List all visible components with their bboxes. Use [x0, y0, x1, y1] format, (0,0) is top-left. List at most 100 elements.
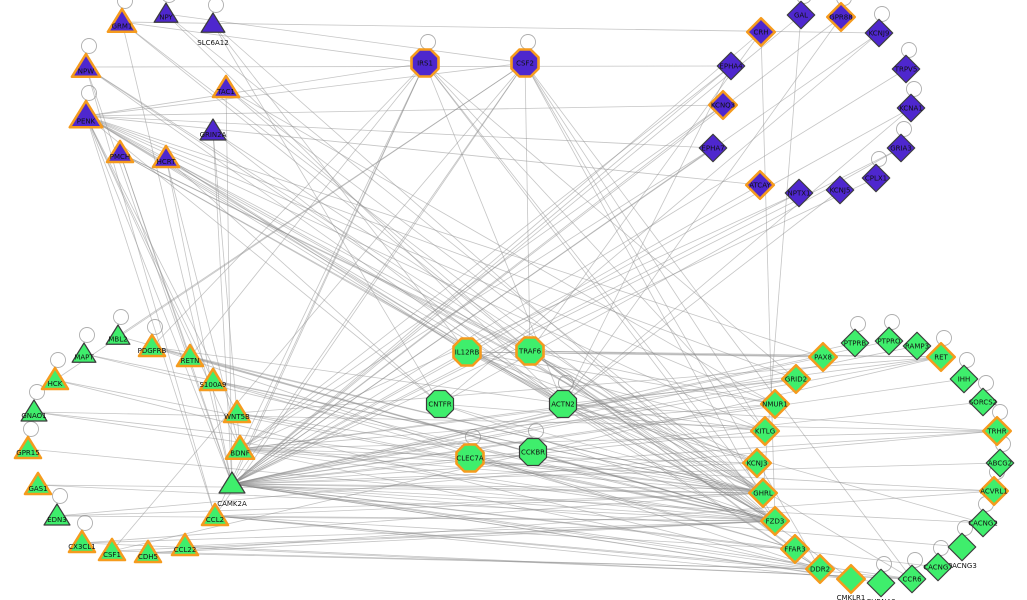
node-KCNJ9[interactable]: KCNJ9 [864, 18, 894, 48]
node-CSF2[interactable]: CSF2 [510, 48, 540, 78]
node-ATCAY[interactable]: ATCAY [744, 169, 776, 201]
diamond-shape-PTPRB [840, 328, 870, 358]
node-IHH[interactable]: IHH [949, 364, 979, 394]
node-GRIA3[interactable]: GRIA3 [886, 133, 916, 163]
edge-PENK-EPHA7 [85, 115, 714, 149]
self-loop-PTPRO [884, 314, 900, 330]
node-PDGFRB[interactable]: PDGFRB [138, 333, 167, 358]
edge-CPLX1-CAMK2A [231, 177, 877, 485]
edge-KCNJ9-CNTFR [439, 32, 880, 405]
triangle-shape-NPW [70, 52, 102, 79]
edge-CNTFR-FZD3 [439, 403, 776, 522]
edge-GRIN2A-BDNF [212, 130, 241, 450]
self-loop-RET [936, 330, 952, 346]
diamond-shape-CMKLR1 [835, 563, 867, 595]
node-ACTN2[interactable]: ACTN2 [548, 389, 578, 419]
node-IRS1[interactable]: IRS1 [410, 48, 440, 78]
node-RET[interactable]: RET [925, 341, 957, 373]
node-CNTFR[interactable]: CNTFR [425, 389, 455, 419]
triangle-shape-GRIN2A [199, 118, 227, 141]
node-CCL2[interactable]: CCL2 [200, 502, 230, 527]
node-NPTX1[interactable]: NPTX1 [784, 178, 814, 208]
edge-BDNF-FZD3 [239, 448, 776, 522]
node-CPLX1[interactable]: CPLX1 [861, 163, 891, 193]
node-CCL22[interactable]: CCL22 [170, 532, 200, 557]
node-IL12RB[interactable]: IL12RB [452, 337, 482, 367]
node-ACVRL1[interactable]: ACVRL1 [978, 475, 1010, 507]
edge-PENK-CNTFR [85, 115, 441, 405]
self-loop-NPW [81, 38, 97, 54]
node-CCKBR[interactable]: CCKBR [518, 437, 548, 467]
node-CHRNA3[interactable]: CHRNA3 [866, 568, 896, 600]
node-CMKLR1[interactable]: CMKLR1 [835, 563, 867, 600]
node-FFAR3[interactable]: FFAR3 [779, 533, 811, 565]
node-EDN3[interactable]: EDN3 [43, 503, 71, 526]
node-GAL[interactable]: GAL [786, 0, 816, 30]
edge-IRS1-PDGFRB [151, 62, 426, 348]
edge-GRIN2A-GHRL [212, 130, 764, 494]
edge-HCRT-CAMK2A [165, 157, 233, 485]
node-KCNA1[interactable]: KCNA1 [896, 93, 926, 123]
node-EPHA4[interactable]: EPHA4 [716, 51, 746, 81]
node-MBL2[interactable]: MBL2 [105, 324, 131, 345]
node-NPW[interactable]: NPW [70, 52, 102, 79]
edge-CAMK2A-GHRL [231, 483, 764, 494]
node-TRPV5[interactable]: TRPV5 [891, 54, 921, 84]
edge-GNAO1-TRHR [33, 411, 998, 432]
node-CCR6[interactable]: CCR6 [897, 564, 927, 594]
node-CACNG7[interactable]: CACNG7 [923, 552, 953, 582]
node-PTPRB[interactable]: PTPRB [840, 328, 870, 358]
edge-CRH-CAMK2A [231, 31, 762, 485]
node-GAS1[interactable]: GAS1 [23, 471, 53, 496]
node-CX3CL1[interactable]: CX3CL1 [67, 529, 97, 554]
node-CLEC7A[interactable]: CLEC7A [455, 443, 485, 473]
edge-GRIA3-CAMK2A [231, 147, 902, 485]
edge-CCL2-DDR2 [214, 515, 821, 570]
edge-CAMK2A-ABCG2 [231, 462, 1001, 485]
node-TRAF6[interactable]: TRAF6 [515, 336, 545, 366]
edge-CSF2-TRAF6 [524, 62, 531, 352]
node-GRM1[interactable]: GRM1 [106, 7, 138, 34]
edge-PENK-ATCAY [85, 115, 761, 186]
node-ABCG2[interactable]: ABCG2 [985, 448, 1015, 478]
edge-IRS1-FZD3 [424, 62, 776, 522]
diamond-shape-CHRNA3 [866, 568, 896, 598]
diamond-shape-ACVRL1 [978, 475, 1010, 507]
node-MAPT[interactable]: MAPT [71, 342, 97, 363]
edge-CRH-FZD3 [760, 31, 776, 522]
node-NMUR1[interactable]: NMUR1 [759, 388, 791, 420]
edge-CCL2-CMKLR1 [214, 515, 852, 580]
node-PTPRO[interactable]: PTPRO [874, 326, 904, 356]
edge-IRS1-KITLG [424, 62, 766, 432]
node-NPY[interactable]: NPY [153, 2, 179, 23]
edge-CSF2-FZD3 [524, 62, 776, 522]
node-TAC1[interactable]: TAC1 [211, 74, 241, 99]
self-loop-CACNG7 [933, 540, 949, 556]
node-GNAO1[interactable]: GNAO1 [20, 399, 48, 422]
edge-NPW-ACTN2 [85, 66, 564, 405]
node-EPHA7[interactable]: EPHA7 [698, 133, 728, 163]
node-HCK[interactable]: HCK [40, 366, 70, 391]
edge-SLC6A12-CNTFR [212, 23, 441, 405]
node-RAMP3[interactable]: RAMP3 [902, 331, 932, 361]
edge-ATCAY-CAMK2A [231, 184, 761, 485]
node-DDR2[interactable]: DDR2 [804, 553, 836, 585]
node-CACNG2[interactable]: CACNG2 [968, 508, 998, 538]
self-loop-PENK [81, 85, 97, 101]
edge-ACTN2-TRHR [562, 403, 998, 432]
triangle-shape-PMCH [105, 139, 135, 164]
self-loop-KCNJ9 [874, 6, 890, 22]
node-CRH[interactable]: CRH [745, 16, 777, 48]
node-TRHR[interactable]: TRHR [981, 415, 1013, 447]
edge-CAMK2A-IHH [231, 378, 965, 485]
node-GHRL[interactable]: GHRL [747, 477, 779, 509]
triangle-shape-GNAO1 [20, 399, 48, 422]
self-loop-CX3CL1 [77, 515, 93, 531]
node-KITLG[interactable]: KITLG [749, 415, 781, 447]
node-label-CMKLR1: CMKLR1 [837, 594, 866, 600]
node-GPR15[interactable]: GPR15 [13, 435, 43, 460]
node-CACNG3[interactable]: CACNG3 [947, 532, 977, 570]
node-GPR88[interactable]: GPR88 [825, 1, 857, 33]
